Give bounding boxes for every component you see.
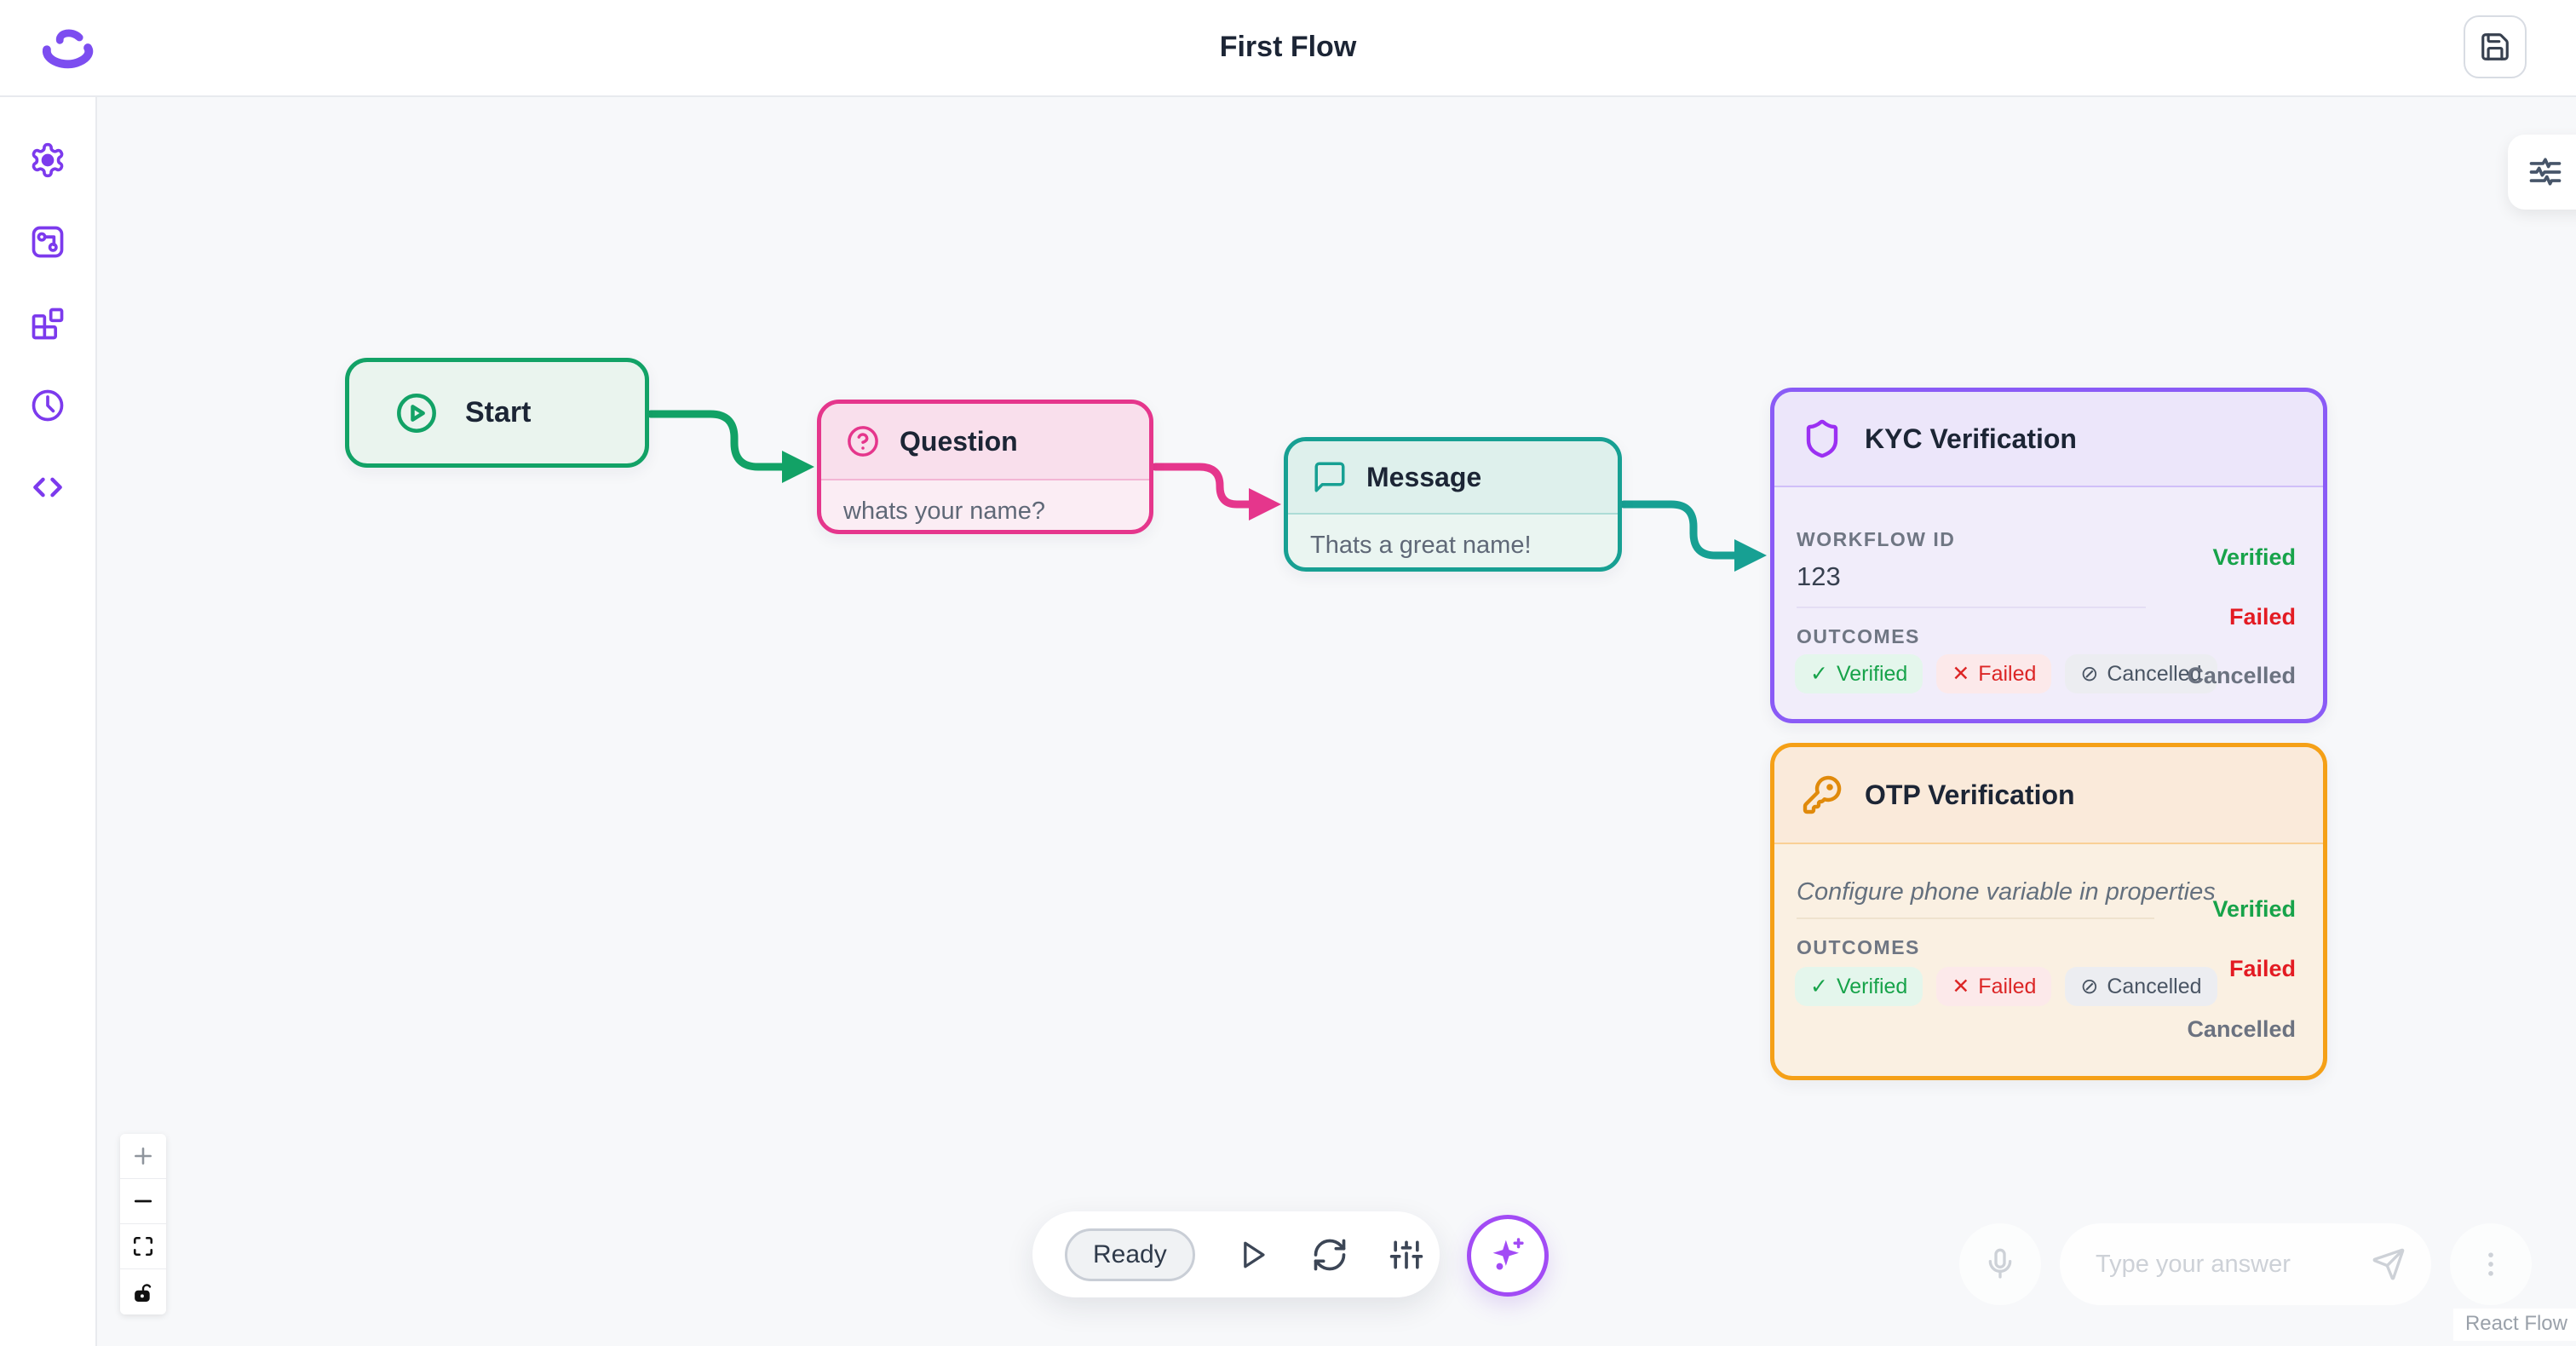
page-title: First Flow (1219, 31, 1357, 63)
save-floppy-icon (2479, 31, 2511, 63)
x-icon: ✕ (1952, 975, 1970, 998)
code-brackets-icon (29, 469, 66, 506)
badge-failed: ✕Failed (1936, 654, 2052, 693)
check-icon: ✓ (1810, 975, 1828, 998)
zoom-out-button[interactable] (120, 1179, 166, 1224)
slash-circle-icon: ⊘ (2080, 975, 2099, 998)
badge-verified: ✓Verified (1795, 654, 1923, 693)
brand-swirl-logo (37, 27, 97, 72)
history-clock-icon (29, 387, 66, 424)
configure-hint: Configure phone variable in properties (1797, 878, 2216, 906)
outcomes-label: OUTCOMES (1797, 625, 1920, 647)
edge-question-message[interactable] (1151, 463, 1281, 521)
check-icon: ✓ (1810, 662, 1828, 686)
node-question[interactable]: Question whats your name? (817, 400, 1153, 534)
answer-input-container (2060, 1223, 2431, 1305)
microphone-button[interactable] (1959, 1223, 2041, 1305)
zoom-in-icon (132, 1145, 154, 1167)
canvas-controls (120, 1134, 166, 1314)
node-start[interactable]: Start (345, 358, 649, 468)
chat-menu-button[interactable] (2450, 1223, 2532, 1305)
answer-input[interactable] (2094, 1249, 2353, 1280)
settings-sliders-button[interactable] (1388, 1236, 1425, 1274)
lock-toggle-button[interactable] (120, 1269, 166, 1314)
node-body-text: Thats a great name! (1310, 532, 1532, 559)
restart-button[interactable] (1311, 1236, 1348, 1274)
settings-gear-icon (29, 141, 66, 179)
workflow-id-label: WORKFLOW ID (1797, 528, 1956, 550)
kebab-menu-icon (2474, 1247, 2508, 1281)
node-title: Start (465, 396, 532, 429)
unlock-icon (132, 1281, 154, 1303)
workflow-image-icon (29, 223, 66, 261)
output-handle-verified[interactable]: Verified (2212, 896, 2296, 922)
sidebar-item-settings[interactable] (20, 133, 75, 187)
save-button[interactable] (2464, 15, 2527, 78)
edge-start-question[interactable] (647, 410, 814, 483)
chat-bubble-icon (1312, 459, 1348, 495)
outcome-badges: ✓Verified ✕Failed ⊘Cancelled (1795, 967, 2217, 1006)
badge-failed: ✕Failed (1936, 967, 2052, 1006)
help-circle-icon (845, 423, 881, 459)
fit-view-button[interactable] (120, 1224, 166, 1269)
node-body-text: whats your name? (843, 498, 1045, 525)
slash-circle-icon: ⊘ (2080, 662, 2099, 686)
edge-message-kyc[interactable] (1619, 500, 1767, 572)
sidebar-item-workflows[interactable] (20, 215, 75, 269)
left-sidebar (0, 97, 97, 1346)
run-toolbar: Ready (1032, 1211, 1440, 1297)
zoom-in-button[interactable] (120, 1134, 166, 1179)
workflow-id-value: 123 (1797, 561, 1841, 591)
badge-cancelled: ⊘Cancelled (2065, 967, 2217, 1006)
zoom-out-icon (132, 1190, 154, 1212)
node-title: Message (1366, 461, 1482, 492)
output-handle-failed[interactable]: Failed (2228, 604, 2296, 630)
divider (1797, 917, 2154, 919)
output-handle-failed[interactable]: Failed (2228, 956, 2296, 981)
node-otp-verification[interactable]: OTP Verification Configure phone variabl… (1770, 743, 2327, 1080)
key-icon (1802, 774, 1843, 815)
node-title: OTP Verification (1865, 779, 2075, 810)
node-title: KYC Verification (1865, 423, 2077, 454)
sparkle-ai-icon (1486, 1234, 1530, 1278)
microphone-icon (1983, 1247, 2017, 1281)
output-handle-verified[interactable]: Verified (2212, 544, 2296, 570)
refresh-icon (1311, 1236, 1348, 1274)
badge-cancelled: ⊘Cancelled (2065, 654, 2217, 693)
run-button[interactable] (1234, 1236, 1272, 1274)
node-title: Question (900, 425, 1018, 457)
shield-icon (1802, 418, 1843, 459)
sidebar-item-code[interactable] (20, 460, 75, 515)
react-flow-attribution: React Flow (2452, 1309, 2576, 1341)
top-bar: First Flow (0, 0, 2576, 97)
play-icon (1234, 1236, 1272, 1274)
node-kyc-verification[interactable]: KYC Verification WORKFLOW ID 123 OUTCOME… (1770, 388, 2327, 723)
properties-panel-toggle[interactable] (2508, 135, 2576, 210)
status-badge[interactable]: Ready (1065, 1228, 1195, 1281)
badge-verified: ✓Verified (1795, 967, 1923, 1006)
x-icon: ✕ (1952, 662, 1970, 686)
node-message[interactable]: Message Thats a great name! (1284, 437, 1622, 572)
divider (1797, 607, 2146, 608)
send-plane-icon[interactable] (2372, 1247, 2406, 1281)
chat-bar (1959, 1222, 2532, 1307)
blocks-icon (29, 305, 66, 342)
filter-lines-icon (2527, 153, 2564, 191)
fit-view-icon (132, 1235, 154, 1257)
output-handle-cancelled[interactable]: Cancelled (2187, 1016, 2296, 1042)
sidebar-item-history[interactable] (20, 378, 75, 433)
play-circle-icon (394, 390, 440, 436)
outcome-badges: ✓Verified ✕Failed ⊘Cancelled (1795, 654, 2217, 693)
output-handle-cancelled[interactable]: Cancelled (2187, 663, 2296, 688)
sliders-icon (1388, 1236, 1425, 1274)
ai-assistant-button[interactable] (1467, 1215, 1549, 1297)
outcomes-label: OUTCOMES (1797, 936, 1920, 958)
sidebar-item-blocks[interactable] (20, 296, 75, 351)
